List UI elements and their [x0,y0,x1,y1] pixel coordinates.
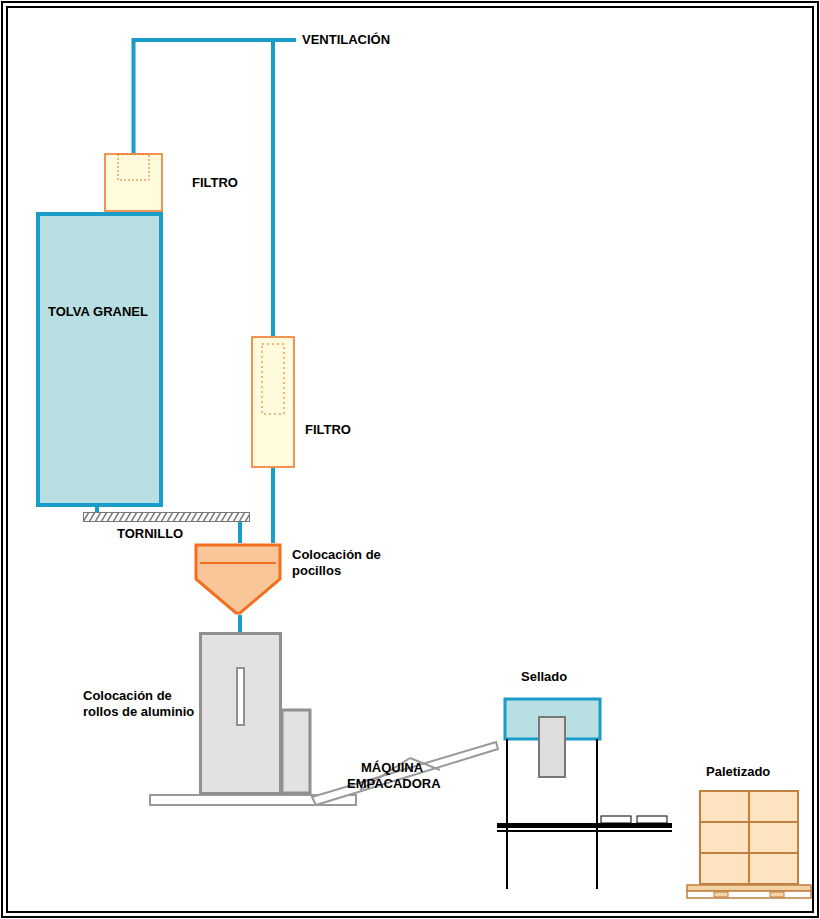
conveyor [497,830,672,832]
shape-outline [104,153,163,212]
pipe [271,468,275,543]
machine-side [282,710,310,793]
pallet-block [714,892,728,897]
filter-element [262,344,284,414]
funnel [196,545,280,613]
pallet-deck [687,885,811,891]
shape-outline [83,512,250,522]
shape-outline [497,697,672,890]
screw-label: TORNILLO [117,526,217,542]
hopper-label: TOLVA GRANEL [48,304,148,320]
filter-box: FILTRO [251,336,295,468]
cup-feeder-label: Colocación de pocillos [292,547,392,579]
machine-label: MÁQUINA EMPACADORA [347,760,437,792]
sealing-machine: Sellado [497,697,672,890]
screw-conveyor: TORNILLO [83,512,250,522]
vent-label: VENTILACIÓN [300,32,392,48]
filter-box: FILTRO [104,153,163,212]
pallet-base [687,891,811,898]
pipe [238,522,242,543]
carton [749,822,798,853]
pallet-block [770,892,784,897]
machine-slot [237,668,244,725]
pipe [238,615,242,632]
shape-outline [686,790,812,900]
carton [700,822,749,853]
packing-machine: Colocación de rollos de aluminioMÁQUINA … [199,632,312,795]
sealer-press [539,717,565,777]
cup-feeder: Colocación de pocillos [194,543,282,615]
carton [700,791,749,822]
pallet-label: Paletizado [706,764,796,780]
filter-body [252,337,294,467]
hopper-body [38,214,161,505]
filter-body [105,154,162,211]
carton [749,791,798,822]
inner-frame [7,7,813,912]
screw-body [84,513,250,522]
shape-outline [36,212,163,507]
shape-outline [194,543,282,615]
filter-label: FILTRO [305,422,385,438]
filter-label: FILTRO [192,175,272,191]
tray [601,816,631,823]
ramp [312,742,498,805]
shape-outline [251,336,295,468]
pipe [95,507,99,512]
tray [637,816,667,823]
shape-outline [199,632,312,795]
frame-leg [596,739,598,889]
hopper-box: TOLVA GRANEL [36,212,163,507]
conveyor [497,823,672,828]
funnel-band [200,562,276,564]
pallet: Paletizado [686,790,812,900]
roll-label: Colocación de rollos de aluminio [83,688,195,720]
filter-element [118,154,149,180]
sealing-label: Sellado [521,669,611,685]
machine-body [201,634,281,794]
carton [749,853,798,884]
frame-leg [506,739,508,889]
carton [700,853,749,884]
